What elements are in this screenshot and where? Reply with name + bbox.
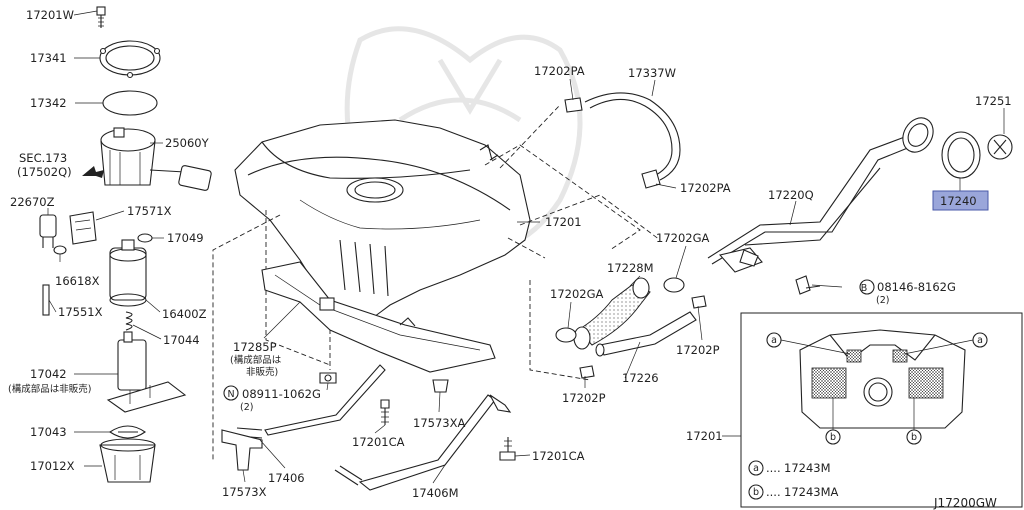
label-17202p-b[interactable]: 17202P — [562, 391, 606, 405]
clip-17043 — [109, 425, 146, 439]
pipe-17551x — [42, 284, 50, 316]
legend-dots-a: .... — [766, 461, 781, 475]
label-17406m[interactable]: 17406M — [412, 486, 459, 500]
label-17251[interactable]: 17251 — [975, 94, 1012, 108]
lock-ring-17341 — [99, 40, 161, 79]
label-17202pa-mid[interactable]: 17202PA — [680, 181, 731, 195]
label-17042-note: (構成部品は非販売) — [8, 383, 91, 395]
label-sec173[interactable]: SEC.173 — [19, 151, 67, 165]
label-17285p-note1: (構成部品は — [230, 354, 282, 366]
label-17044[interactable]: 17044 — [163, 333, 200, 347]
o-ring-16618x — [53, 245, 67, 255]
label-08911-qty: (2) — [240, 402, 253, 413]
inset-marker-b-right: b — [911, 432, 917, 443]
legend-dots-b: .... — [766, 485, 781, 499]
label-17201ca-left[interactable]: 17201CA — [352, 435, 405, 449]
label-17201ca-right[interactable]: 17201CA — [532, 449, 585, 463]
label-17043[interactable]: 17043 — [30, 425, 67, 439]
inset-marker-b-left: b — [830, 432, 836, 443]
legend-b-part[interactable]: 17243MA — [784, 485, 839, 499]
label-17571x[interactable]: 17571X — [127, 204, 172, 218]
label-16618x[interactable]: 16618X — [55, 274, 100, 288]
label-17342[interactable]: 17342 — [30, 96, 67, 110]
dashed-guide-lines — [212, 104, 661, 460]
label-25060y[interactable]: 25060Y — [165, 136, 210, 150]
label-17406[interactable]: 17406 — [268, 471, 305, 485]
breather-hose-17226 — [595, 311, 697, 357]
hose-clamps-17202ga-17202p — [555, 277, 707, 379]
label-17202p-a[interactable]: 17202P — [676, 343, 720, 357]
label-08911-marker: N — [227, 389, 234, 400]
part-labels: 17201W 17341 17342 25060Y SEC.173 (17502… — [8, 8, 1012, 510]
leader-lines-center — [242, 78, 1005, 484]
label-17202pa-top[interactable]: 17202PA — [534, 64, 585, 78]
inset-marker-a-right: a — [977, 335, 983, 346]
label-08911[interactable]: 08911-1062G — [242, 387, 321, 401]
label-17202ga-b[interactable]: 17202GA — [550, 287, 603, 301]
label-17285p-note2: 非販売) — [246, 366, 278, 378]
fuel-level-sensor-unit-25060y — [100, 127, 212, 191]
label-08146[interactable]: 08146-8162G — [877, 280, 956, 294]
fuel-filter-16400z — [109, 239, 147, 307]
filler-cap-17251 — [987, 134, 1013, 160]
label-17573x[interactable]: 17573X — [222, 485, 267, 499]
reservoir-cup-17012x — [99, 438, 156, 483]
label-17201w[interactable]: 17201W — [26, 8, 74, 22]
retainer-ring-17240 — [941, 131, 981, 179]
label-17012x[interactable]: 17012X — [30, 459, 75, 473]
bolt-17201ca-left — [380, 399, 390, 425]
label-inset-17201[interactable]: 17201 — [686, 429, 723, 443]
heat-insulator-17285p — [261, 261, 496, 373]
filler-hose-17228m — [573, 277, 651, 350]
spring-17044 — [125, 311, 133, 331]
bracket-17571x — [69, 211, 97, 245]
legend-marker-a: a — [753, 463, 759, 474]
label-17202ga-a[interactable]: 17202GA — [656, 231, 709, 245]
fuel-tank-17201 — [234, 119, 531, 321]
reference-markers — [223, 279, 875, 401]
label-08146-marker: B — [861, 283, 868, 294]
label-17551x[interactable]: 17551X — [58, 305, 103, 319]
bracket-17573x — [221, 429, 263, 471]
label-17337w[interactable]: 17337W — [628, 66, 676, 80]
inset-tank-bottom-view — [722, 312, 1023, 508]
bolt-17201ca-right — [499, 437, 516, 461]
o-ring-17049 — [137, 233, 153, 243]
label-17573xa[interactable]: 17573XA — [413, 416, 465, 430]
label-17220q[interactable]: 17220Q — [768, 188, 814, 202]
label-17240[interactable]: 17240 — [940, 194, 977, 208]
fuel-pump-17042 — [106, 331, 187, 413]
pressure-regulator-22670z — [39, 214, 57, 248]
label-08146-qty: (2) — [876, 295, 889, 306]
screw-17201w — [96, 6, 106, 28]
label-16400z[interactable]: 16400Z — [162, 307, 207, 321]
label-22670z[interactable]: 22670Z — [10, 195, 55, 209]
diagram-code: J17200GW — [933, 496, 997, 510]
label-17201[interactable]: 17201 — [545, 215, 582, 229]
packing-17342 — [102, 90, 158, 116]
legend-marker-b: b — [753, 487, 759, 498]
vent-hose-17337w — [564, 92, 681, 189]
label-sec173-sub: (17502Q) — [17, 165, 72, 179]
legend-a-part[interactable]: 17243M — [784, 461, 831, 475]
label-17042[interactable]: 17042 — [30, 367, 67, 381]
leader-lines-left — [47, 10, 164, 467]
direction-arrow-icon — [82, 166, 104, 178]
strap-17406m — [334, 394, 512, 491]
label-17049[interactable]: 17049 — [167, 231, 204, 245]
label-17228m[interactable]: 17228M — [607, 261, 654, 275]
label-17341[interactable]: 17341 — [30, 51, 67, 65]
nut-08911 — [319, 372, 337, 384]
clip-17573xa — [432, 379, 449, 393]
filler-tube-17220q — [707, 117, 934, 273]
highlight-box-17240[interactable] — [932, 190, 989, 211]
label-17226[interactable]: 17226 — [622, 371, 659, 385]
bolt-08146 — [795, 275, 821, 295]
label-17285p[interactable]: 17285P — [233, 340, 277, 354]
inset-marker-a-left: a — [771, 335, 777, 346]
